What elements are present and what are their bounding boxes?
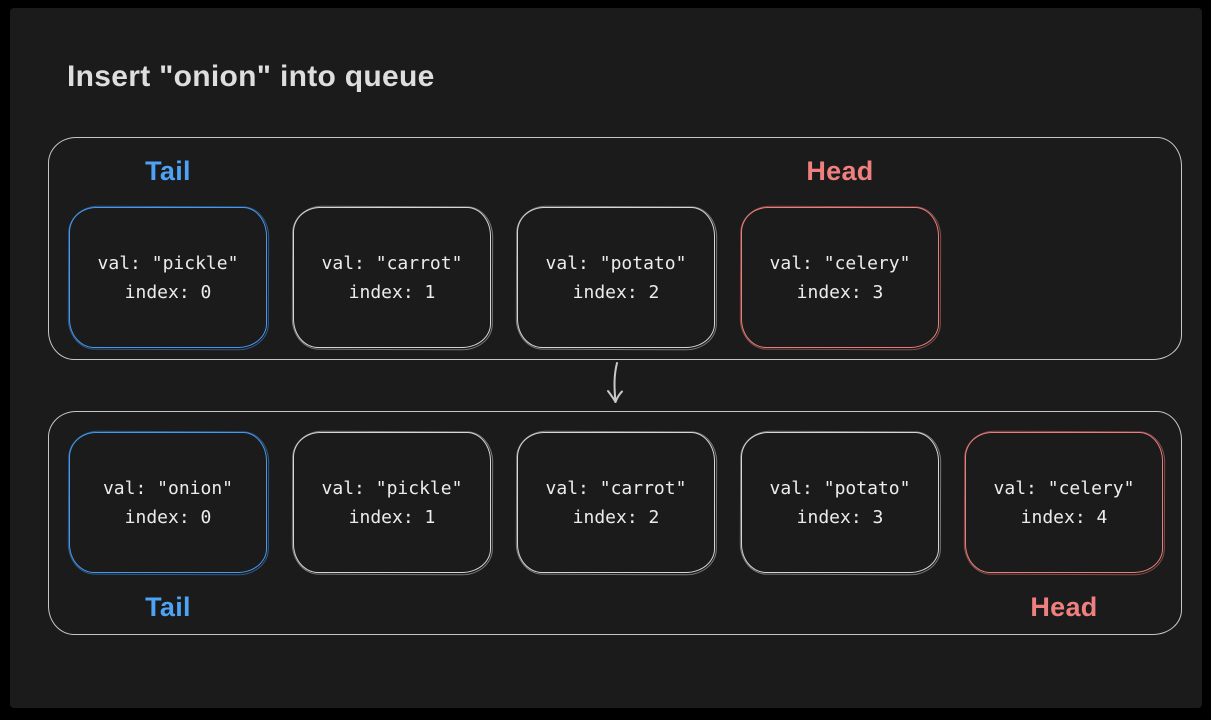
queue-item-val: val: "pickle" [97, 252, 239, 274]
queue-item-val: val: "carrot" [321, 252, 463, 274]
queue-item-val: val: "potato" [545, 252, 687, 274]
queue-item-index: index: 4 [1020, 506, 1108, 528]
queue-item-val: val: "carrot" [545, 477, 687, 499]
queue-item-index: index: 0 [124, 281, 212, 303]
tail-label: Tail [145, 592, 191, 622]
queue-item-index: index: 3 [796, 281, 884, 303]
queue-item-box: val: "carrot" index: 2 [517, 432, 715, 573]
queue-item-box: val: "potato" index: 3 [741, 432, 939, 573]
queue-item-box: val: "pickle" index: 0 [69, 207, 267, 348]
queue-item-val: val: "celery" [993, 477, 1135, 499]
queue-item-index: index: 1 [348, 506, 436, 528]
queue-item-box: val: "celery" index: 4 [965, 432, 1163, 573]
queue-item-index: index: 3 [796, 506, 884, 528]
queue-item-box: val: "carrot" index: 1 [293, 207, 491, 348]
tail-label: Tail [145, 156, 191, 186]
queue-item-val: val: "celery" [769, 252, 911, 274]
slide-panel: Insert "onion" into queue Tail Head val:… [10, 8, 1202, 708]
queue-after-container: val: "onion" index: 0 val: "pickle" inde… [48, 411, 1182, 635]
head-label: Head [1030, 592, 1098, 622]
queue-item-box: val: "potato" index: 2 [517, 207, 715, 348]
queue-item-box: val: "celery" index: 3 [741, 207, 939, 348]
queue-item-box: val: "pickle" index: 1 [293, 432, 491, 573]
queue-before-container: Tail Head val: "pickle" index: 0 val: "c… [48, 137, 1182, 360]
head-label: Head [806, 156, 874, 186]
queue-item-val: val: "potato" [769, 477, 911, 499]
arrow-down-icon [607, 362, 623, 403]
queue-item-val: val: "pickle" [321, 477, 463, 499]
slide-title: Insert "onion" into queue [67, 60, 435, 93]
queue-item-val: val: "onion" [102, 477, 234, 499]
queue-item-index: index: 0 [124, 506, 212, 528]
queue-item-index: index: 2 [572, 281, 660, 303]
queue-item-index: index: 2 [572, 506, 660, 528]
queue-item-box: val: "onion" index: 0 [69, 432, 267, 573]
queue-item-index: index: 1 [348, 281, 436, 303]
